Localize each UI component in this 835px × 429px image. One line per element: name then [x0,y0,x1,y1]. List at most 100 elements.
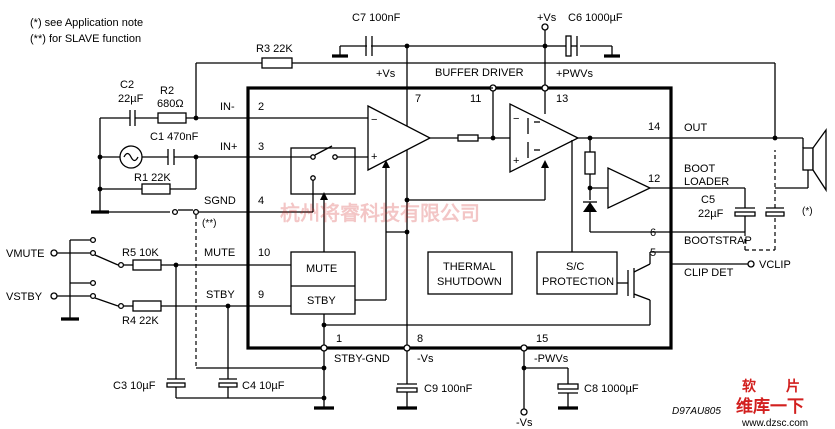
watermark-logo: 维库一下 [736,396,804,416]
diagram-code: D97AU805 [672,406,721,417]
power-amp [509,102,580,174]
minus-vs-bottom: -Vs [516,417,533,429]
c9-label: C9 100nF [424,383,473,395]
vclip-label: VCLIP [759,259,791,271]
pin-minus-pwvs-name: -PWVs [534,353,569,365]
c4-label: C4 10µF [242,380,285,392]
c5-value: 22µF [698,208,724,220]
svg-text:+: + [513,155,519,167]
buffer-driver-label: BUFFER DRIVER [435,67,524,79]
c6-plate-a [565,35,572,57]
pin-stby-name: STBY [206,289,235,301]
internal-diode [583,202,597,212]
pin-12: 12 [648,173,660,185]
boot-loader-buffer [607,166,652,210]
r4-label: R4 22K [122,315,159,327]
boot-loader-2: LOADER [684,176,729,188]
pin-4: 4 [258,195,264,207]
c5-label: C5 [701,194,715,206]
c3-label: C3 10µF [113,380,156,392]
vs-top-terminal [541,23,549,31]
vs-left-label: +Vs [376,68,396,80]
r2-label: R2 [160,85,174,97]
pin-13: 13 [556,93,568,105]
c2-label: C2 [120,79,134,91]
optional-capacitor [765,211,785,217]
pin-3: 3 [258,141,264,153]
pin-stby-gnd-name: STBY-GND [334,353,390,365]
vstby-terminal [50,292,58,300]
watermark-site: www.dzsc.com [741,418,808,429]
note-slave: (**) for SLAVE function [30,33,141,45]
r5-resistor [132,259,162,271]
c1-label: C1 470nF [150,131,199,143]
pin-10: 10 [258,247,270,259]
c2-value: 22µF [118,93,144,105]
mute-stby-block [290,251,356,315]
thermal-label-1: THERMAL [443,261,496,273]
pin-11: 11 [470,93,481,105]
sc-label-2: PROTECTION [542,276,614,288]
pin-mute-name: MUTE [204,247,235,259]
vstby-label: VSTBY [6,291,43,303]
c4-capacitor [218,382,238,388]
ic-outline [246,86,673,350]
c7-label: C7 100nF [352,12,401,24]
r2-value: 680Ω [157,98,184,110]
boot-loader-1: BOOT [684,163,715,175]
pin-7: 7 [415,93,421,105]
thermal-label-2: SHUTDOWN [437,276,502,288]
pin-9: 9 [258,289,264,301]
pin-5: 5 [650,247,656,259]
vmute-terminal [50,249,58,257]
r4-resistor [132,300,162,312]
sc-protection-block [536,251,618,295]
pin-in-plus-name: IN+ [220,141,237,153]
note-app: (*) see Application note [30,17,143,29]
stby-block-label: STBY [307,295,336,307]
r3-resistor [261,57,293,69]
c9-capacitor [396,387,418,393]
pin-out-name: OUT [684,122,708,134]
pin-8: 8 [417,333,423,345]
vmute-label: VMUTE [6,248,45,260]
minus-vs-terminal [520,408,528,416]
preamp [367,104,432,172]
pin-15: 15 [536,333,548,345]
r2-resistor [157,112,187,124]
c3-capacitor [166,382,186,388]
pin-2: 2 [258,101,264,113]
pin-14: 14 [648,121,660,133]
thermal-shutdown-block [427,251,513,295]
vs-top-label: +Vs [537,12,557,24]
c5-capacitor [734,211,756,217]
pin-bootstrap-name: BOOTSTRAP [684,235,752,247]
pin-sgnd-name: SGND [204,195,236,207]
svg-text:−: − [371,114,377,126]
svg-text:+: + [371,151,377,163]
pin-1: 1 [336,333,342,345]
r1-resistor [141,183,171,195]
speaker-body [802,147,814,171]
stby-switch [94,297,119,307]
c6-label: C6 1000µF [568,12,623,24]
speaker-cone [812,127,827,193]
sc-label-1: S/C [566,261,584,273]
note-dstar: (**) [202,218,216,229]
r5-label: R5 10K [122,247,159,259]
pin-minus-vs-name: -Vs [417,353,434,365]
svg-text:−: − [513,113,519,125]
r1-label: R1 22K [134,172,171,184]
mute-block-label: MUTE [306,263,337,275]
pin-6: 6 [650,227,656,239]
pin-in-minus-name: IN- [220,101,235,113]
mute-switch [94,254,119,266]
input-mute-switch-box [290,147,356,195]
r3-label: R3 22K [256,43,293,55]
pin-clip-det-name: CLIP DET [684,267,734,279]
c8-label: C8 1000µF [584,383,639,395]
pwvs-top-label: +PWVs [556,68,593,80]
watermark-brand-2: 片 [786,378,800,394]
internal-resistor [584,151,596,175]
